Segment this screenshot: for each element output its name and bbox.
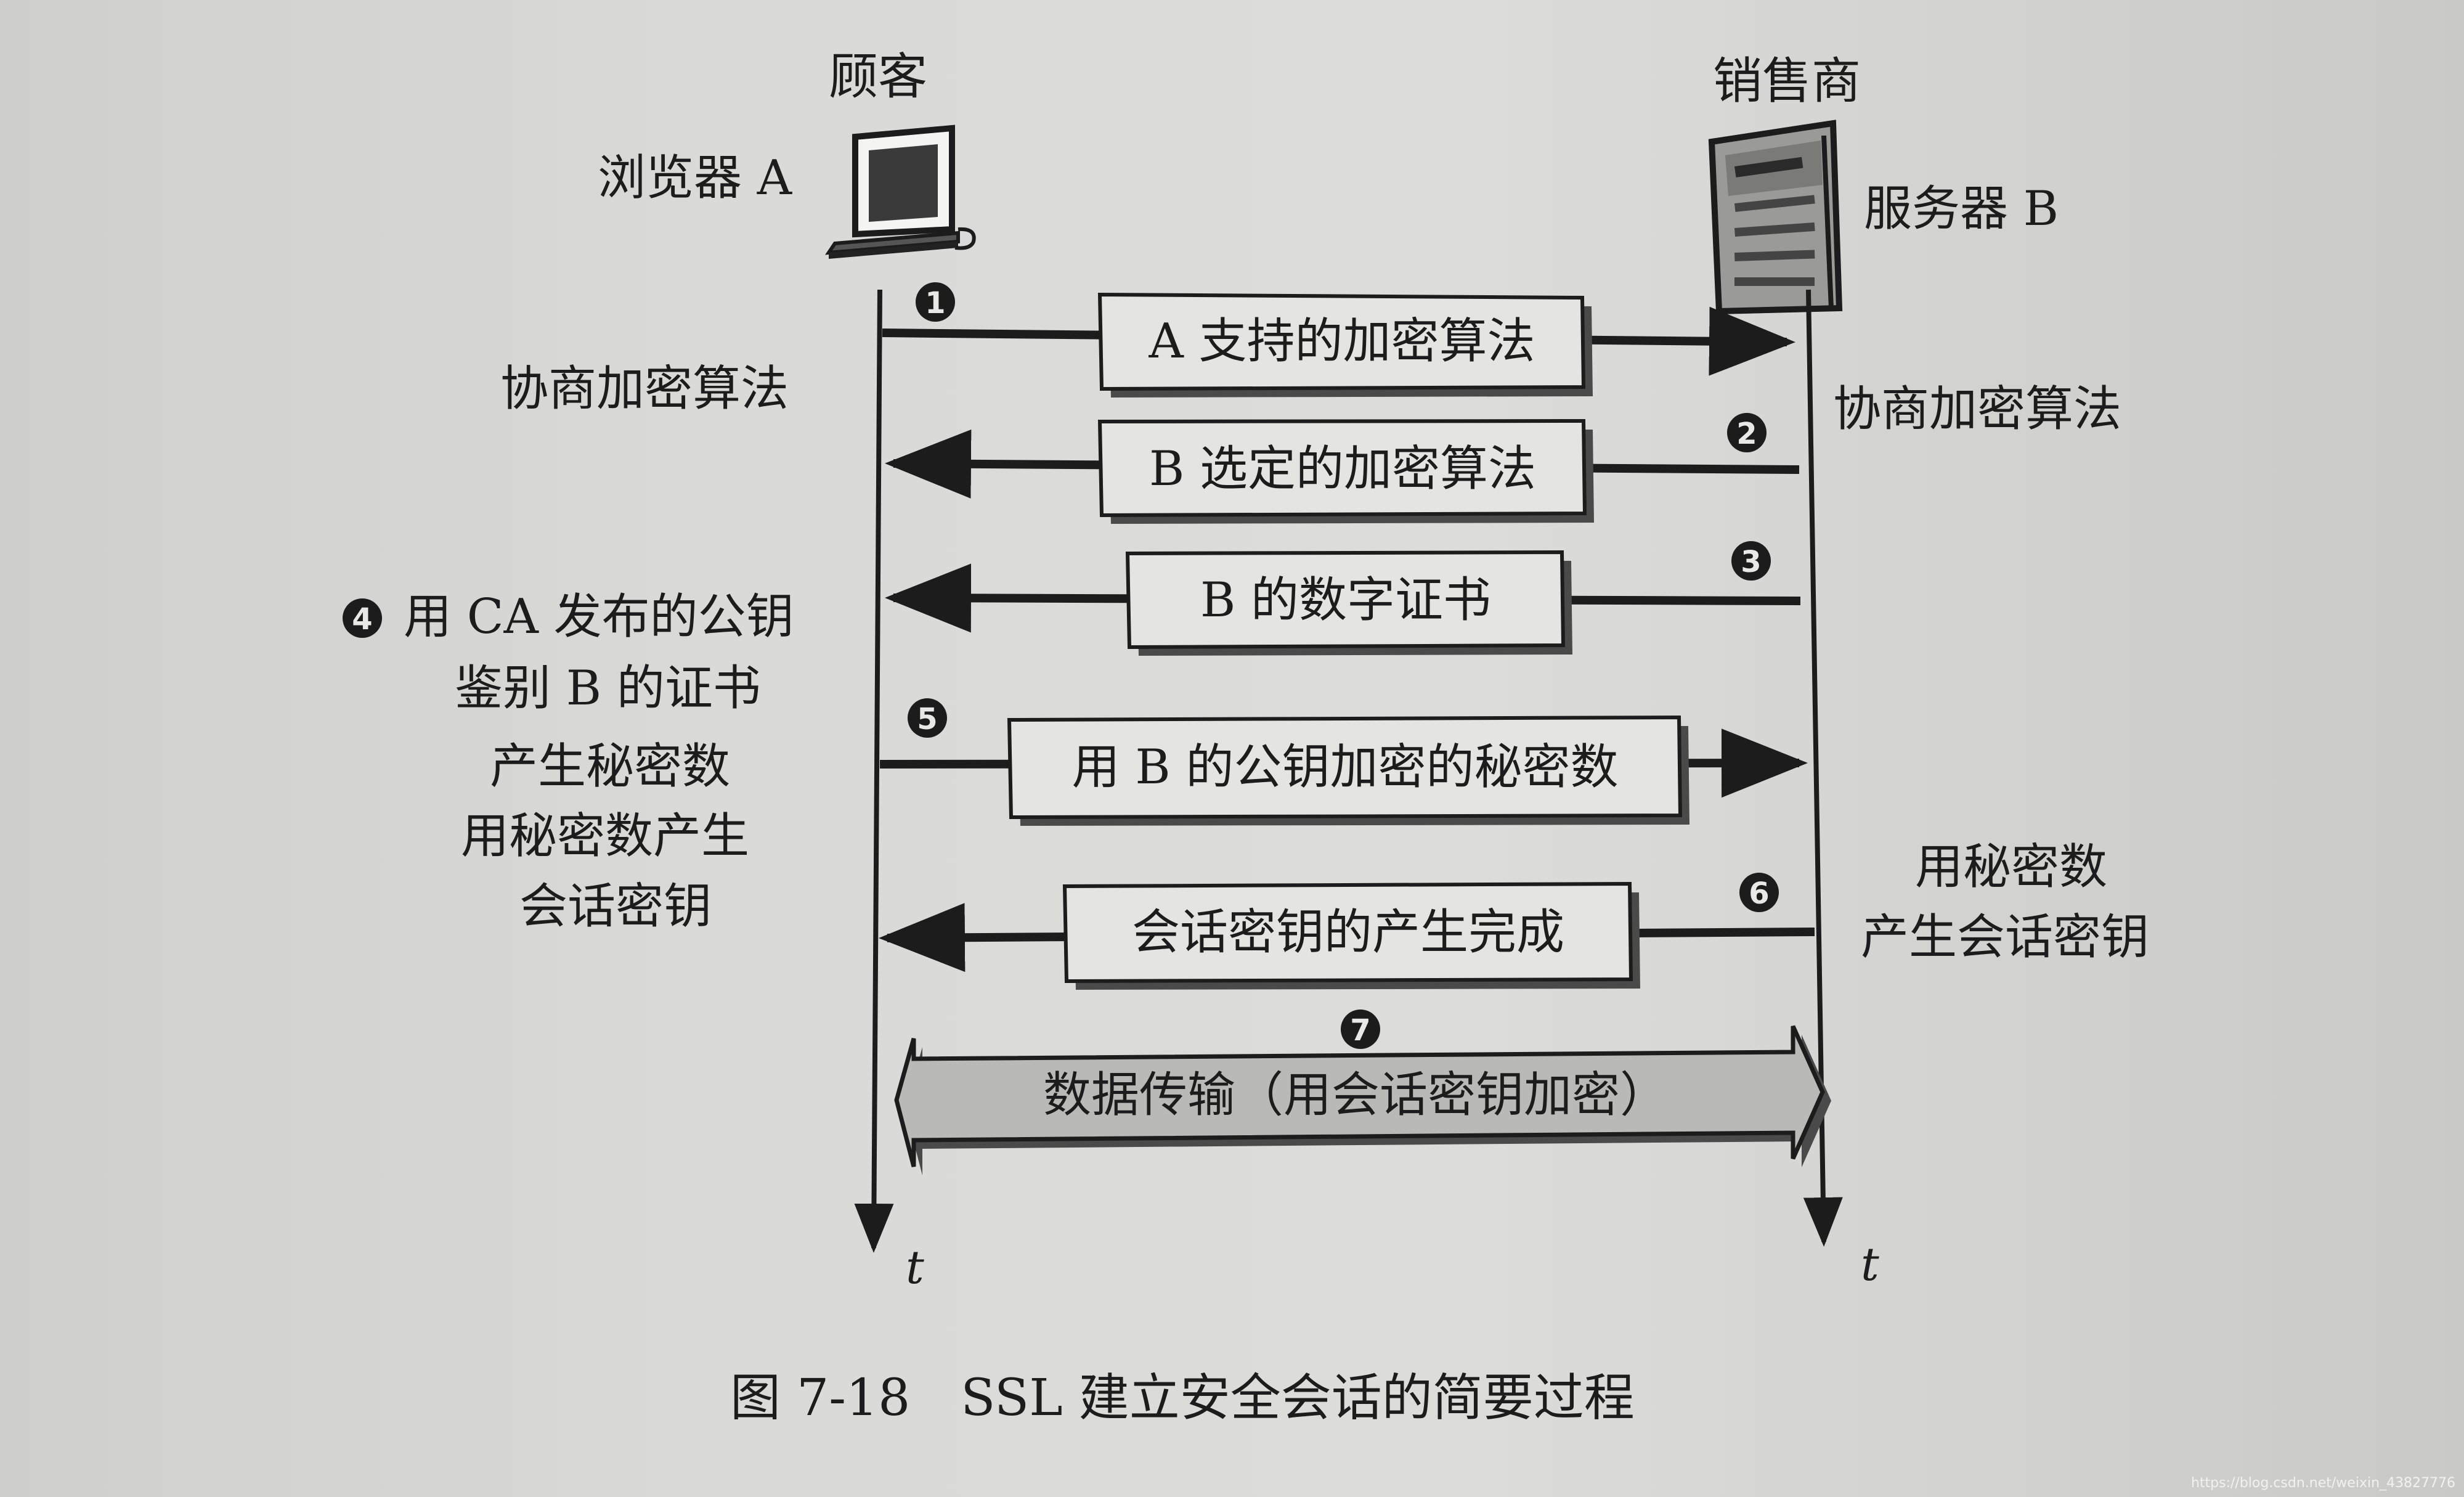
step-circle-6: 6 <box>1739 873 1779 912</box>
step-circle-4: 4 <box>343 598 382 638</box>
client-title: 顾客 <box>829 48 927 105</box>
client-secret-line1: 产生秘密数 <box>490 739 731 794</box>
client-secret-line2: 用秘密数产生 <box>461 809 750 864</box>
server-secret-line1: 用秘密数 <box>1915 839 2108 895</box>
step-circle-5: 5 <box>908 698 947 738</box>
step-number-1: 1 <box>925 286 945 320</box>
message-box-step-5 <box>1007 715 1689 826</box>
watermark: https://blog.csdn.net/weixin_43827776 <box>2190 1475 2455 1491</box>
step-number-3: 3 <box>1741 545 1761 579</box>
message-box-step-1 <box>1097 292 1593 398</box>
message-box-step-6 <box>1062 881 1640 990</box>
client-device-label: 浏览器 A <box>598 150 792 206</box>
step-circle-1: 1 <box>916 282 955 322</box>
server-title: 销售商 <box>1713 52 1861 110</box>
server-icon <box>1708 120 1843 315</box>
step-number-6: 6 <box>1749 876 1769 911</box>
message-text-step-7: 数据传输（用会话密钥加密） <box>1043 1067 1668 1123</box>
message-box-step-3 <box>1125 550 1572 656</box>
server-secret-line2: 产生会话密钥 <box>1861 910 2150 965</box>
step4-note-line2: 鉴别 B 的证书 <box>455 661 761 716</box>
step-circle-3: 3 <box>1731 541 1771 581</box>
message-text-step-3: B 的数字证书 <box>1200 573 1492 628</box>
client-secret-line3: 会话密钥 <box>519 879 712 934</box>
server-time-label: t <box>1861 1238 1879 1291</box>
step-number-4: 4 <box>352 602 372 637</box>
message-text-step-6: 会话密钥的产生完成 <box>1131 905 1564 960</box>
server-device-label: 服务器 B <box>1864 181 2059 237</box>
computer-icon <box>825 124 976 259</box>
message-box-step-2 <box>1097 418 1594 524</box>
message-text-step-1: A 支持的加密算法 <box>1149 314 1535 369</box>
message-text-step-5: 用 B 的公钥加密的秘密数 <box>1071 740 1619 795</box>
step-number-7: 7 <box>1350 1013 1370 1048</box>
figure-caption: 图 7-18 SSL 建立安全会话的简要过程 <box>730 1369 1635 1427</box>
step-circle-7: 7 <box>1341 1010 1380 1049</box>
message-text-step-2: B 选定的加密算法 <box>1149 441 1537 497</box>
step-number-5: 5 <box>917 702 937 736</box>
client-negotiate-note: 协商加密算法 <box>500 361 789 417</box>
step-number-2: 2 <box>1736 417 1757 451</box>
data-transfer-band <box>894 1025 1831 1175</box>
client-timeline <box>854 289 894 1253</box>
step4-note-line1: 用 CA 发布的公钥 <box>404 589 794 645</box>
step-circle-2: 2 <box>1727 413 1767 452</box>
server-negotiate-note: 协商加密算法 <box>1833 381 2122 437</box>
client-time-label: t <box>906 1241 924 1294</box>
